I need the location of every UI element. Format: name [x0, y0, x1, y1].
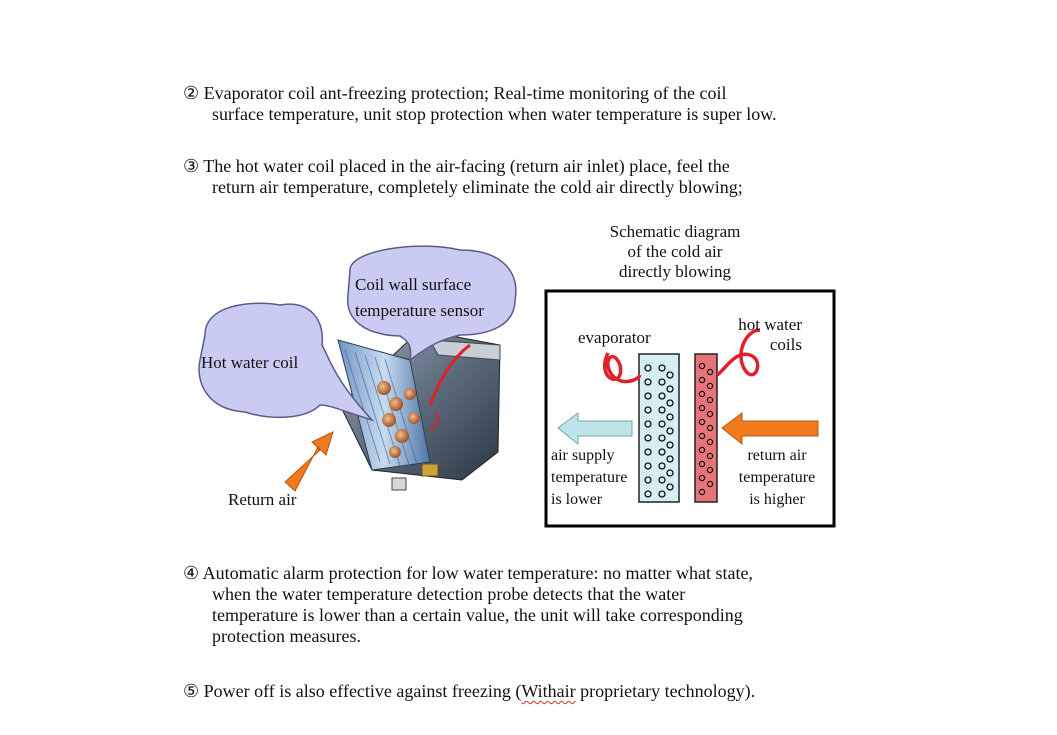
hot-water-coils-line: coils	[769, 335, 802, 354]
schematic-title-line: directly blowing	[619, 262, 731, 281]
paragraph-text: proprietary technology).	[575, 681, 756, 701]
sensor-callout	[347, 245, 517, 362]
copper-tubes	[377, 381, 420, 458]
paragraph-line: return air temperature, completely elimi…	[212, 177, 743, 197]
air-supply-line: is lower	[551, 491, 603, 508]
paragraph-line: protection measures.	[212, 626, 361, 646]
brand-name: Withair	[521, 681, 576, 701]
hot-water-coil-callout	[198, 302, 375, 422]
paragraph-text: ⑤ Power off is also effective against fr…	[183, 681, 522, 701]
paragraph-line: ③ The hot water coil placed in the air-f…	[183, 156, 730, 176]
paragraph-line: surface temperature, unit stop protectio…	[212, 104, 777, 124]
paragraph-power-off: ⑤ Power off is also effective against fr…	[183, 681, 863, 702]
paragraph-line: ④ Automatic alarm protection for low wat…	[183, 563, 753, 583]
return-air-temp-line: return air	[747, 447, 807, 464]
air-supply-line: temperature	[551, 469, 628, 486]
schematic-title-line: Schematic diagram	[609, 222, 741, 241]
return-air-temp-label: return air temperature is higher	[731, 445, 823, 511]
paragraph-coil-antifreeze: ② Evaporator coil ant-freezing protectio…	[183, 83, 863, 125]
coil-unit-image	[337, 329, 501, 491]
return-air-temp-line: temperature	[738, 469, 816, 486]
evaporator-pipe-icon	[602, 352, 642, 384]
schematic-title: Schematic diagram of the cold air direct…	[585, 222, 765, 282]
sensor-label-line: temperature sensor	[355, 301, 484, 320]
hot-water-pipe-icon	[715, 328, 761, 377]
paragraph-line: temperature is lower than a certain valu…	[212, 605, 743, 625]
sensor-label-line: Coil wall surface	[355, 275, 472, 294]
paragraph-hot-water-coil: ③ The hot water coil placed in the air-f…	[183, 156, 863, 198]
schematic-title-line: of the cold air	[627, 242, 723, 261]
return-air-temp-arrow-icon	[721, 412, 819, 446]
schematic-box	[544, 289, 836, 528]
return-air-arrow-icon	[284, 431, 334, 492]
hot-water-coils-label: hot water coils	[722, 315, 802, 355]
paragraph-line: when the water temperature detection pro…	[212, 584, 686, 604]
air-supply-arrow-icon	[557, 412, 633, 446]
air-supply-label: air supply temperature is lower	[551, 445, 627, 511]
air-supply-line: air supply	[551, 447, 615, 464]
return-air-temp-line: is higher	[749, 491, 805, 508]
sensor-label: Coil wall surface temperature sensor	[355, 272, 484, 324]
evaporator-label: evaporator	[578, 328, 651, 347]
paragraph-line: ② Evaporator coil ant-freezing protectio…	[183, 83, 727, 103]
hot-water-coil-panel	[694, 353, 718, 503]
hot-water-coils-line: hot water	[738, 315, 802, 334]
evaporator-panel	[638, 353, 680, 503]
paragraph-line: ⑤ Power off is also effective against fr…	[183, 681, 863, 702]
return-air-label: Return air	[228, 490, 297, 509]
hot-water-coil-label: Hot water coil	[201, 353, 299, 372]
paragraph-low-water-alarm: ④ Automatic alarm protection for low wat…	[183, 563, 863, 647]
